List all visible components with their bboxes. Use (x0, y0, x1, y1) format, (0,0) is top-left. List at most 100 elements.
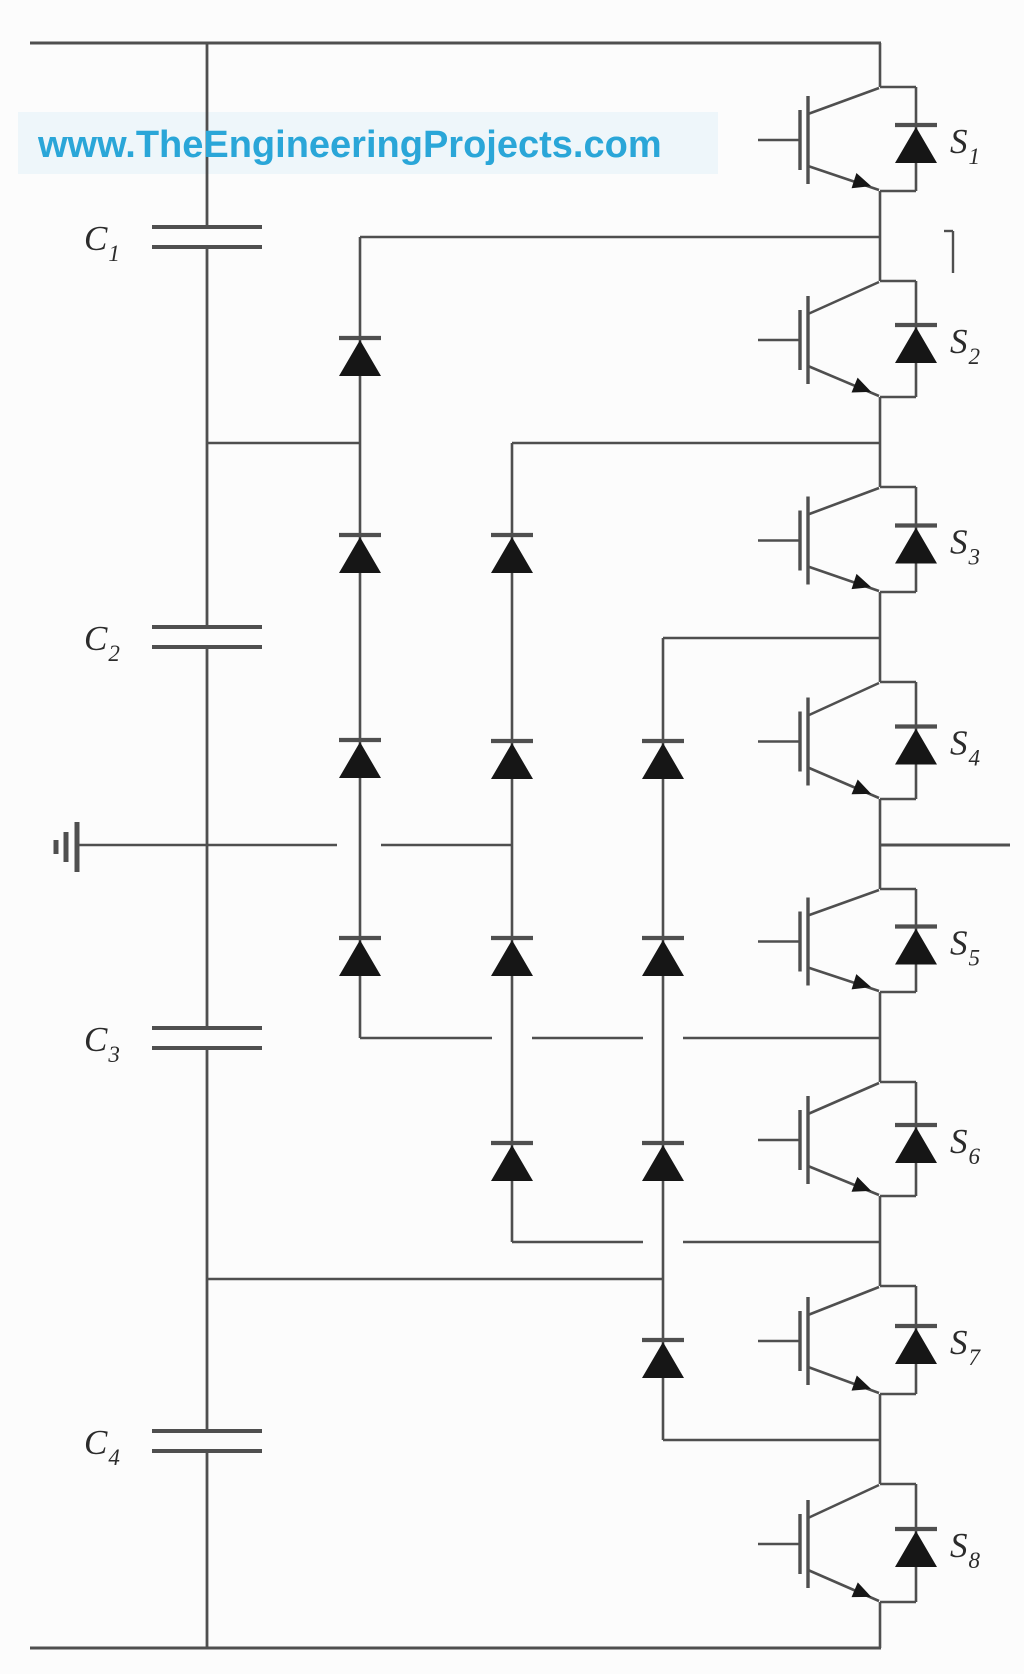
igbt-icon (758, 486, 880, 593)
igbt-icon (758, 681, 880, 800)
diode-triangle (895, 527, 937, 564)
switch-S2: S2 (758, 279, 980, 399)
switch-label: S6 (950, 1122, 981, 1169)
diode-triangle (642, 940, 684, 976)
freewheel-diode-icon (895, 1526, 937, 1567)
capacitor-C2: C2 (84, 619, 262, 666)
label-main: S (950, 523, 968, 562)
diode-triangle (895, 1531, 937, 1567)
label-main: S (950, 724, 968, 763)
diode-triangle (491, 940, 533, 976)
switch-S4: S4 (758, 680, 980, 801)
switch-label: S7 (950, 1323, 982, 1370)
label-subscript: 1 (108, 241, 120, 266)
collector-wire (807, 1285, 880, 1317)
diode-triangle (895, 1127, 937, 1163)
diode-triangle (339, 537, 381, 573)
emitter-arrow (851, 573, 872, 590)
label-subscript: 4 (108, 1445, 120, 1470)
diode-triangle (339, 940, 381, 976)
clamp-diode-icon (642, 935, 684, 976)
clamp-diode-icon (339, 935, 381, 976)
switch-label: S3 (950, 523, 980, 570)
switch-S5: S5 (758, 887, 980, 994)
label-main: S (950, 322, 968, 361)
collector-wire (807, 486, 880, 516)
switch-label: S2 (950, 322, 980, 369)
switch-S3: S3 (758, 485, 980, 594)
clamp-diode-icon (491, 935, 533, 976)
switch-S6: S6 (758, 1080, 981, 1198)
collector-wire (807, 1483, 880, 1520)
capacitor-label: C3 (84, 1020, 120, 1067)
emitter-arrow (851, 377, 872, 393)
diode-triangle (895, 1328, 937, 1364)
collector-wire (807, 86, 880, 116)
diode-triangle (642, 1342, 684, 1378)
clamp-column-3 (642, 636, 881, 1442)
emitter-wire (807, 966, 880, 993)
clamp-diode-icon (339, 335, 381, 376)
capacitor-C4: C4 (84, 1423, 262, 1470)
diode-triangle (895, 127, 937, 163)
capacitor-label: C2 (84, 619, 120, 666)
freewheel-diode-icon (895, 523, 937, 564)
label-subscript: 5 (969, 946, 981, 971)
switch-S7: S7 (758, 1284, 982, 1396)
collector-wire (807, 1081, 880, 1116)
clamp-diode-icon (491, 532, 533, 573)
freewheel-diode-icon (895, 1323, 937, 1364)
label-subscript: 7 (969, 1345, 982, 1370)
igbt-icon (758, 86, 880, 192)
label-subscript: 2 (969, 344, 981, 369)
clamp-diode-icon (339, 532, 381, 573)
switch-label: S1 (950, 122, 980, 169)
diode-triangle (339, 742, 381, 778)
clamp-column-2 (491, 441, 881, 1244)
label-subscript: 3 (107, 1042, 120, 1067)
diode-triangle (339, 340, 381, 376)
emitter-arrow (851, 974, 872, 990)
clamp-diode-icon (642, 738, 684, 779)
igbt-icon (758, 1483, 880, 1603)
switch-label: S4 (950, 724, 980, 771)
emitter-arrow (851, 1375, 872, 1391)
label-main: S (950, 1122, 968, 1161)
collector-wire (807, 280, 880, 316)
label-main: C (84, 1423, 108, 1462)
label-subscript: 8 (969, 1548, 981, 1573)
switch-label: S5 (950, 924, 980, 971)
freewheel-diode-icon (895, 1122, 937, 1163)
diode-triangle (491, 537, 533, 573)
label-main: S (950, 1526, 968, 1565)
diode-triangle (491, 1145, 533, 1181)
label-main: S (950, 1323, 968, 1362)
diode-triangle (895, 928, 937, 965)
ground-icon (53, 822, 80, 872)
label-main: C (84, 619, 108, 658)
dc-bus (30, 41, 881, 1650)
clamp-diode-icon (491, 738, 533, 779)
igbt-icon (758, 888, 880, 993)
clamp-diode-icon (642, 1337, 684, 1378)
switch-label: S8 (950, 1526, 981, 1573)
watermark: www.TheEngineeringProjects.com (37, 124, 662, 166)
capacitor-label: C1 (84, 219, 120, 266)
watermark-backdrop (18, 112, 718, 174)
capacitor-C1: C1 (84, 219, 262, 266)
diode-triangle (491, 743, 533, 779)
diode-triangle (895, 728, 937, 765)
collector-wire (807, 888, 880, 917)
label-main: C (84, 1020, 108, 1059)
clamp-column-1 (339, 235, 881, 1040)
switch-S8: S8 (758, 1482, 981, 1604)
emitter-arrow (851, 173, 872, 189)
igbt-icon (758, 1285, 880, 1395)
emitter-wire (807, 164, 880, 192)
freewheel-diode-icon (895, 724, 937, 765)
diode-triangle (895, 327, 937, 363)
igbt-icon (758, 280, 880, 398)
clamp-diode-icon (491, 1140, 533, 1181)
